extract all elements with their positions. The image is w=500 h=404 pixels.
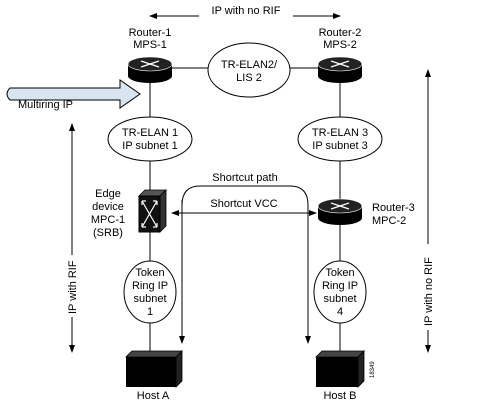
elan1-cloud: TR-ELAN 1 IP subnet 1 (107, 116, 193, 162)
token-ring-1: Token Ring IP subnet 1 (123, 260, 177, 324)
router-1: Router-1 MPS-1 (127, 27, 173, 83)
multiring-arrow: Multiring IP (6, 79, 141, 111)
host-a: Host A (125, 350, 183, 402)
elan2-label-2: LIS 2 (236, 72, 262, 84)
router-3-role: MPC-2 (372, 215, 406, 227)
shortcut-path: Shortcut path (179, 172, 311, 344)
top-arrow-label: IP with no RIF (212, 5, 281, 17)
links (149, 67, 341, 352)
elan1-label-1: TR-ELAN 1 (122, 127, 178, 139)
host-b: Host B 18349 (315, 350, 376, 402)
router-3-icon (330, 202, 350, 210)
multiring-label: Multiring IP (18, 99, 73, 111)
ring4-label-4: 4 (337, 306, 343, 318)
ring1-label-3: subnet (133, 293, 166, 305)
router-3-name: Router-3 (372, 202, 415, 214)
left-vertical-arrow: IP with RIF (62, 123, 82, 353)
right-vertical-arrow: IP with no RIF (418, 69, 438, 353)
shortcut-path-label: Shortcut path (212, 172, 277, 184)
router-2-name: Router-2 (319, 27, 362, 39)
ring1-label-1: Token (135, 267, 164, 279)
shortcut-vcc-label: Shortcut VCC (210, 198, 277, 210)
router-2-icon (330, 60, 350, 68)
figure-code: 18349 (370, 361, 376, 378)
ring4-label-3: subnet (323, 293, 356, 305)
router-2: Router-2 MPS-2 (317, 27, 363, 83)
ring4-label-1: Token (325, 267, 354, 279)
elan1-label-2: IP subnet 1 (122, 140, 177, 152)
edge-label-1: Edge (95, 188, 121, 200)
ip-with-rif-label: IP with RIF (67, 260, 79, 314)
elan3-label-1: TR-ELAN 3 (312, 127, 368, 139)
ring4-label-2: Ring IP (322, 280, 358, 292)
ring1-label-2: Ring IP (132, 280, 168, 292)
host-b-label: Host B (323, 390, 356, 402)
ip-no-rif-right-label: IP with no RIF (423, 257, 435, 326)
edge-device: Edge device MPC-1 (SRB) (91, 188, 167, 239)
router-1-icon (140, 60, 160, 68)
router-2-role: MPS-2 (323, 39, 357, 51)
host-a-label: Host A (137, 390, 170, 402)
router-1-role: MPS-1 (133, 39, 167, 51)
shortcut-vcc: Shortcut VCC (171, 198, 317, 216)
edge-label-3: MPC-1 (91, 214, 125, 226)
token-ring-4: Token Ring IP subnet 4 (313, 260, 367, 324)
router-1-name: Router-1 (129, 27, 172, 39)
edge-label-2: device (92, 201, 124, 213)
elan3-cloud: TR-ELAN 3 IP subnet 3 (297, 116, 383, 162)
elan2-cloud: TR-ELAN2/ LIS 2 (207, 42, 291, 98)
edge-label-4: (SRB) (93, 227, 123, 239)
elan3-label-2: IP subnet 3 (312, 140, 367, 152)
elan2-label-1: TR-ELAN2/ (221, 59, 278, 71)
router-3: Router-3 MPC-2 (317, 198, 415, 227)
ring1-label-4: 1 (147, 306, 153, 318)
switch-icon (141, 200, 158, 228)
